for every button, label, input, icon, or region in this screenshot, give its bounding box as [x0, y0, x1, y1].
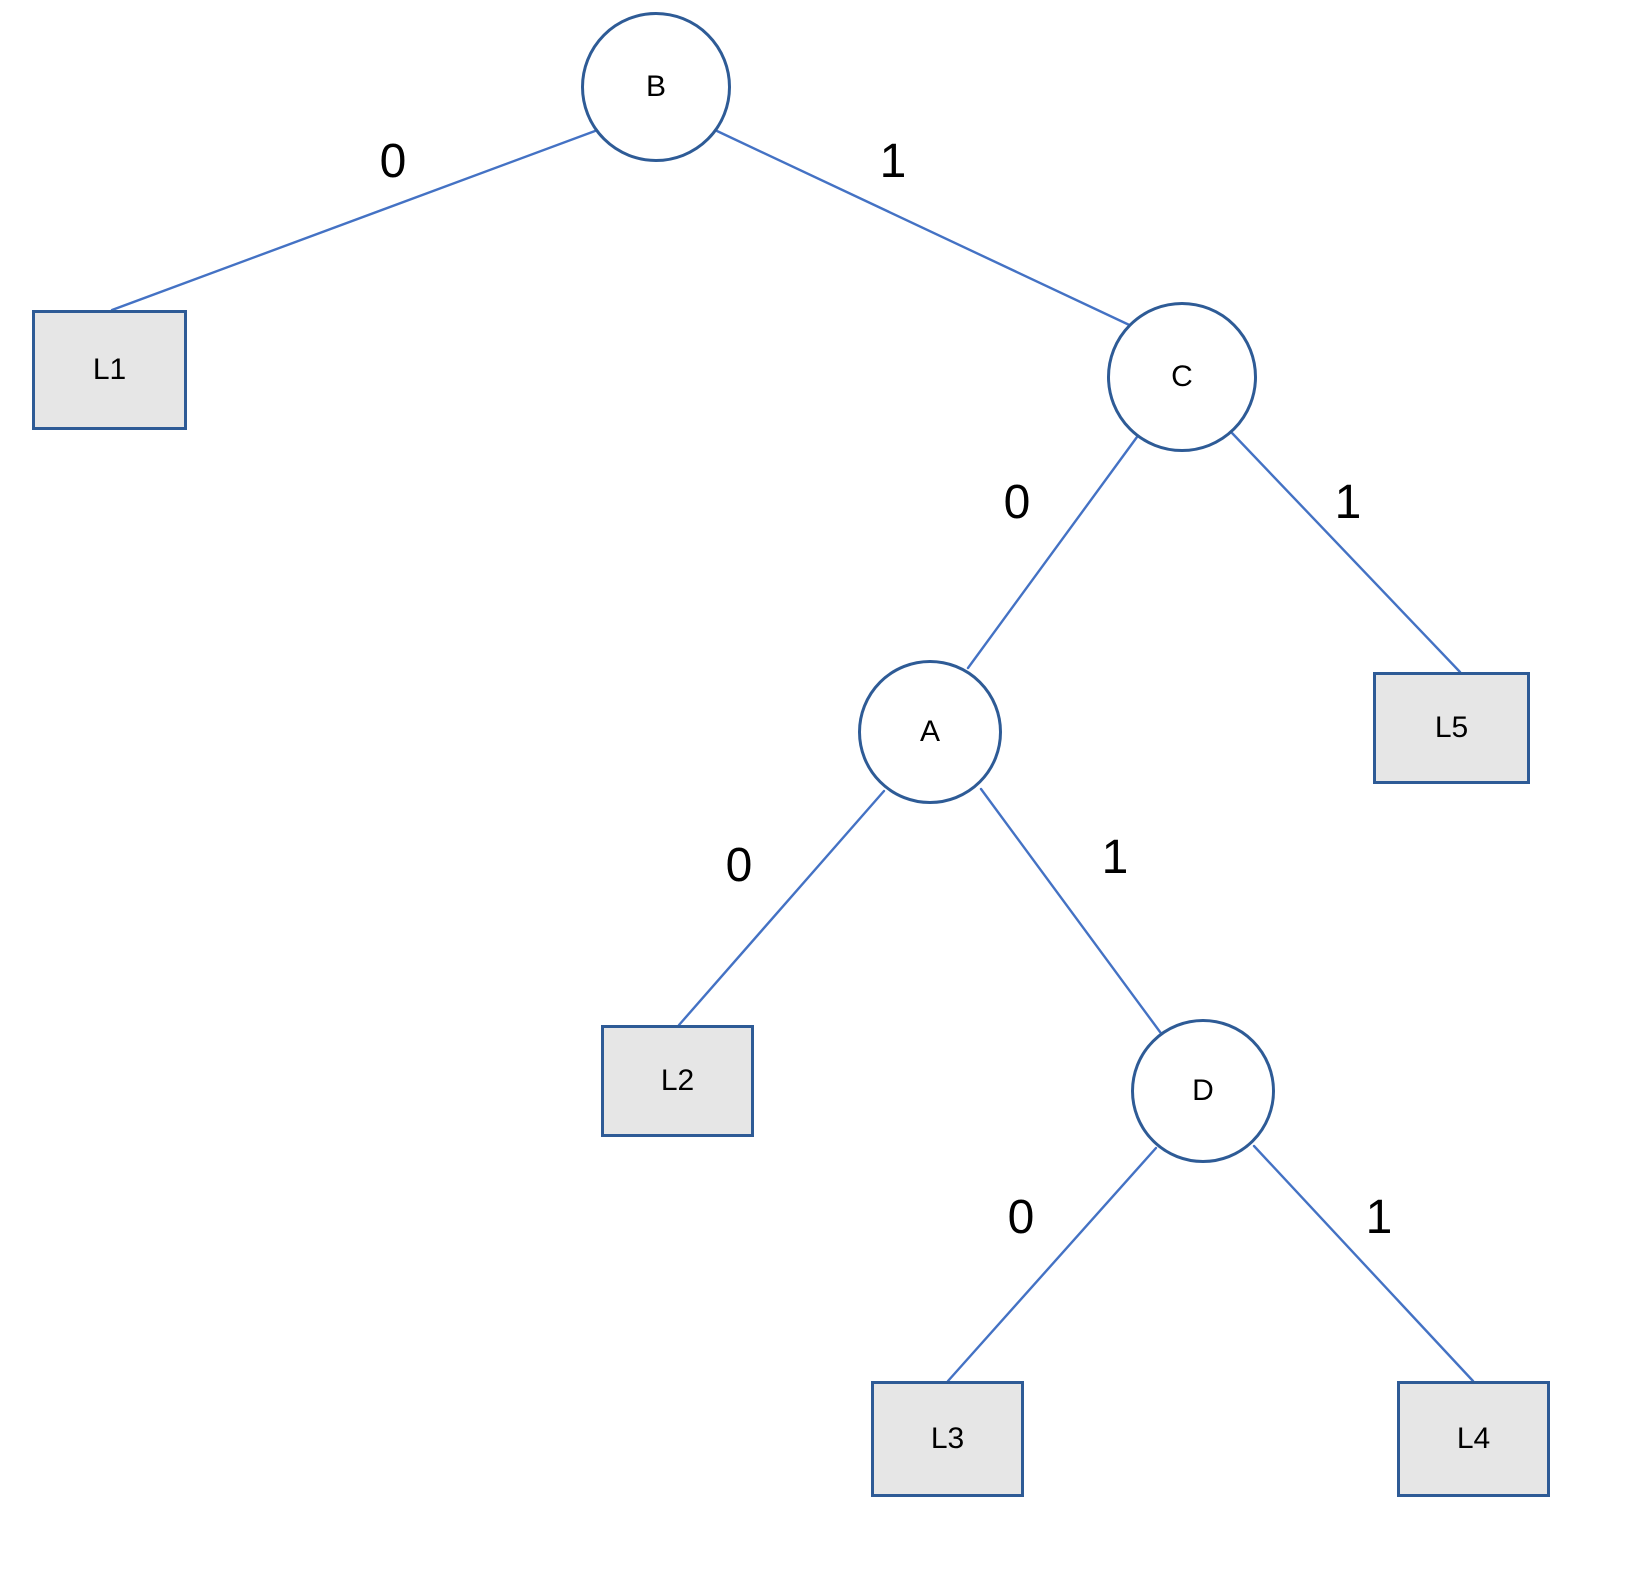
leaf-node-label: L1	[92, 353, 127, 386]
edge-label-c-0: 0	[1003, 476, 1031, 529]
decision-node-c[interactable]: C	[1107, 302, 1257, 452]
decision-node-b[interactable]: B	[581, 12, 731, 162]
edge-label-c-1: 1	[1334, 476, 1362, 529]
decision-node-label: C	[1171, 360, 1193, 393]
decision-node-label: A	[919, 715, 940, 748]
edge-b-to-c	[715, 129, 1142, 332]
edge-label-b-1: 1	[879, 135, 907, 188]
edge-c-to-l5	[1230, 431, 1462, 674]
leaf-node-label: L3	[930, 1422, 965, 1455]
edge-d-to-l4	[1252, 1144, 1475, 1383]
leaf-node-l2[interactable]: L2	[601, 1025, 754, 1137]
edge-label-a-1: 1	[1101, 831, 1129, 884]
edge-label-b-0: 0	[379, 135, 407, 188]
decision-node-a[interactable]: A	[858, 660, 1002, 804]
edge-a-to-d	[979, 787, 1165, 1038]
edge-d-to-l3	[946, 1146, 1158, 1383]
leaf-node-label: L2	[660, 1064, 695, 1097]
leaf-node-label: L4	[1456, 1422, 1491, 1455]
leaf-node-l1[interactable]: L1	[32, 310, 187, 430]
leaf-node-label: L5	[1434, 711, 1469, 744]
decision-node-d[interactable]: D	[1131, 1019, 1275, 1163]
edge-label-d-1: 1	[1365, 1191, 1393, 1244]
decision-node-label: B	[645, 70, 666, 103]
leaf-node-l5[interactable]: L5	[1373, 672, 1530, 784]
edge-label-d-0: 0	[1007, 1191, 1035, 1244]
leaf-node-l4[interactable]: L4	[1397, 1381, 1550, 1497]
decision-node-label: D	[1192, 1074, 1214, 1107]
edge-a-to-l2	[677, 789, 886, 1027]
edge-c-to-a	[966, 435, 1139, 670]
edge-label-a-0: 0	[725, 839, 753, 892]
leaf-node-l3[interactable]: L3	[871, 1381, 1024, 1497]
edge-b-to-l1	[110, 129, 597, 312]
